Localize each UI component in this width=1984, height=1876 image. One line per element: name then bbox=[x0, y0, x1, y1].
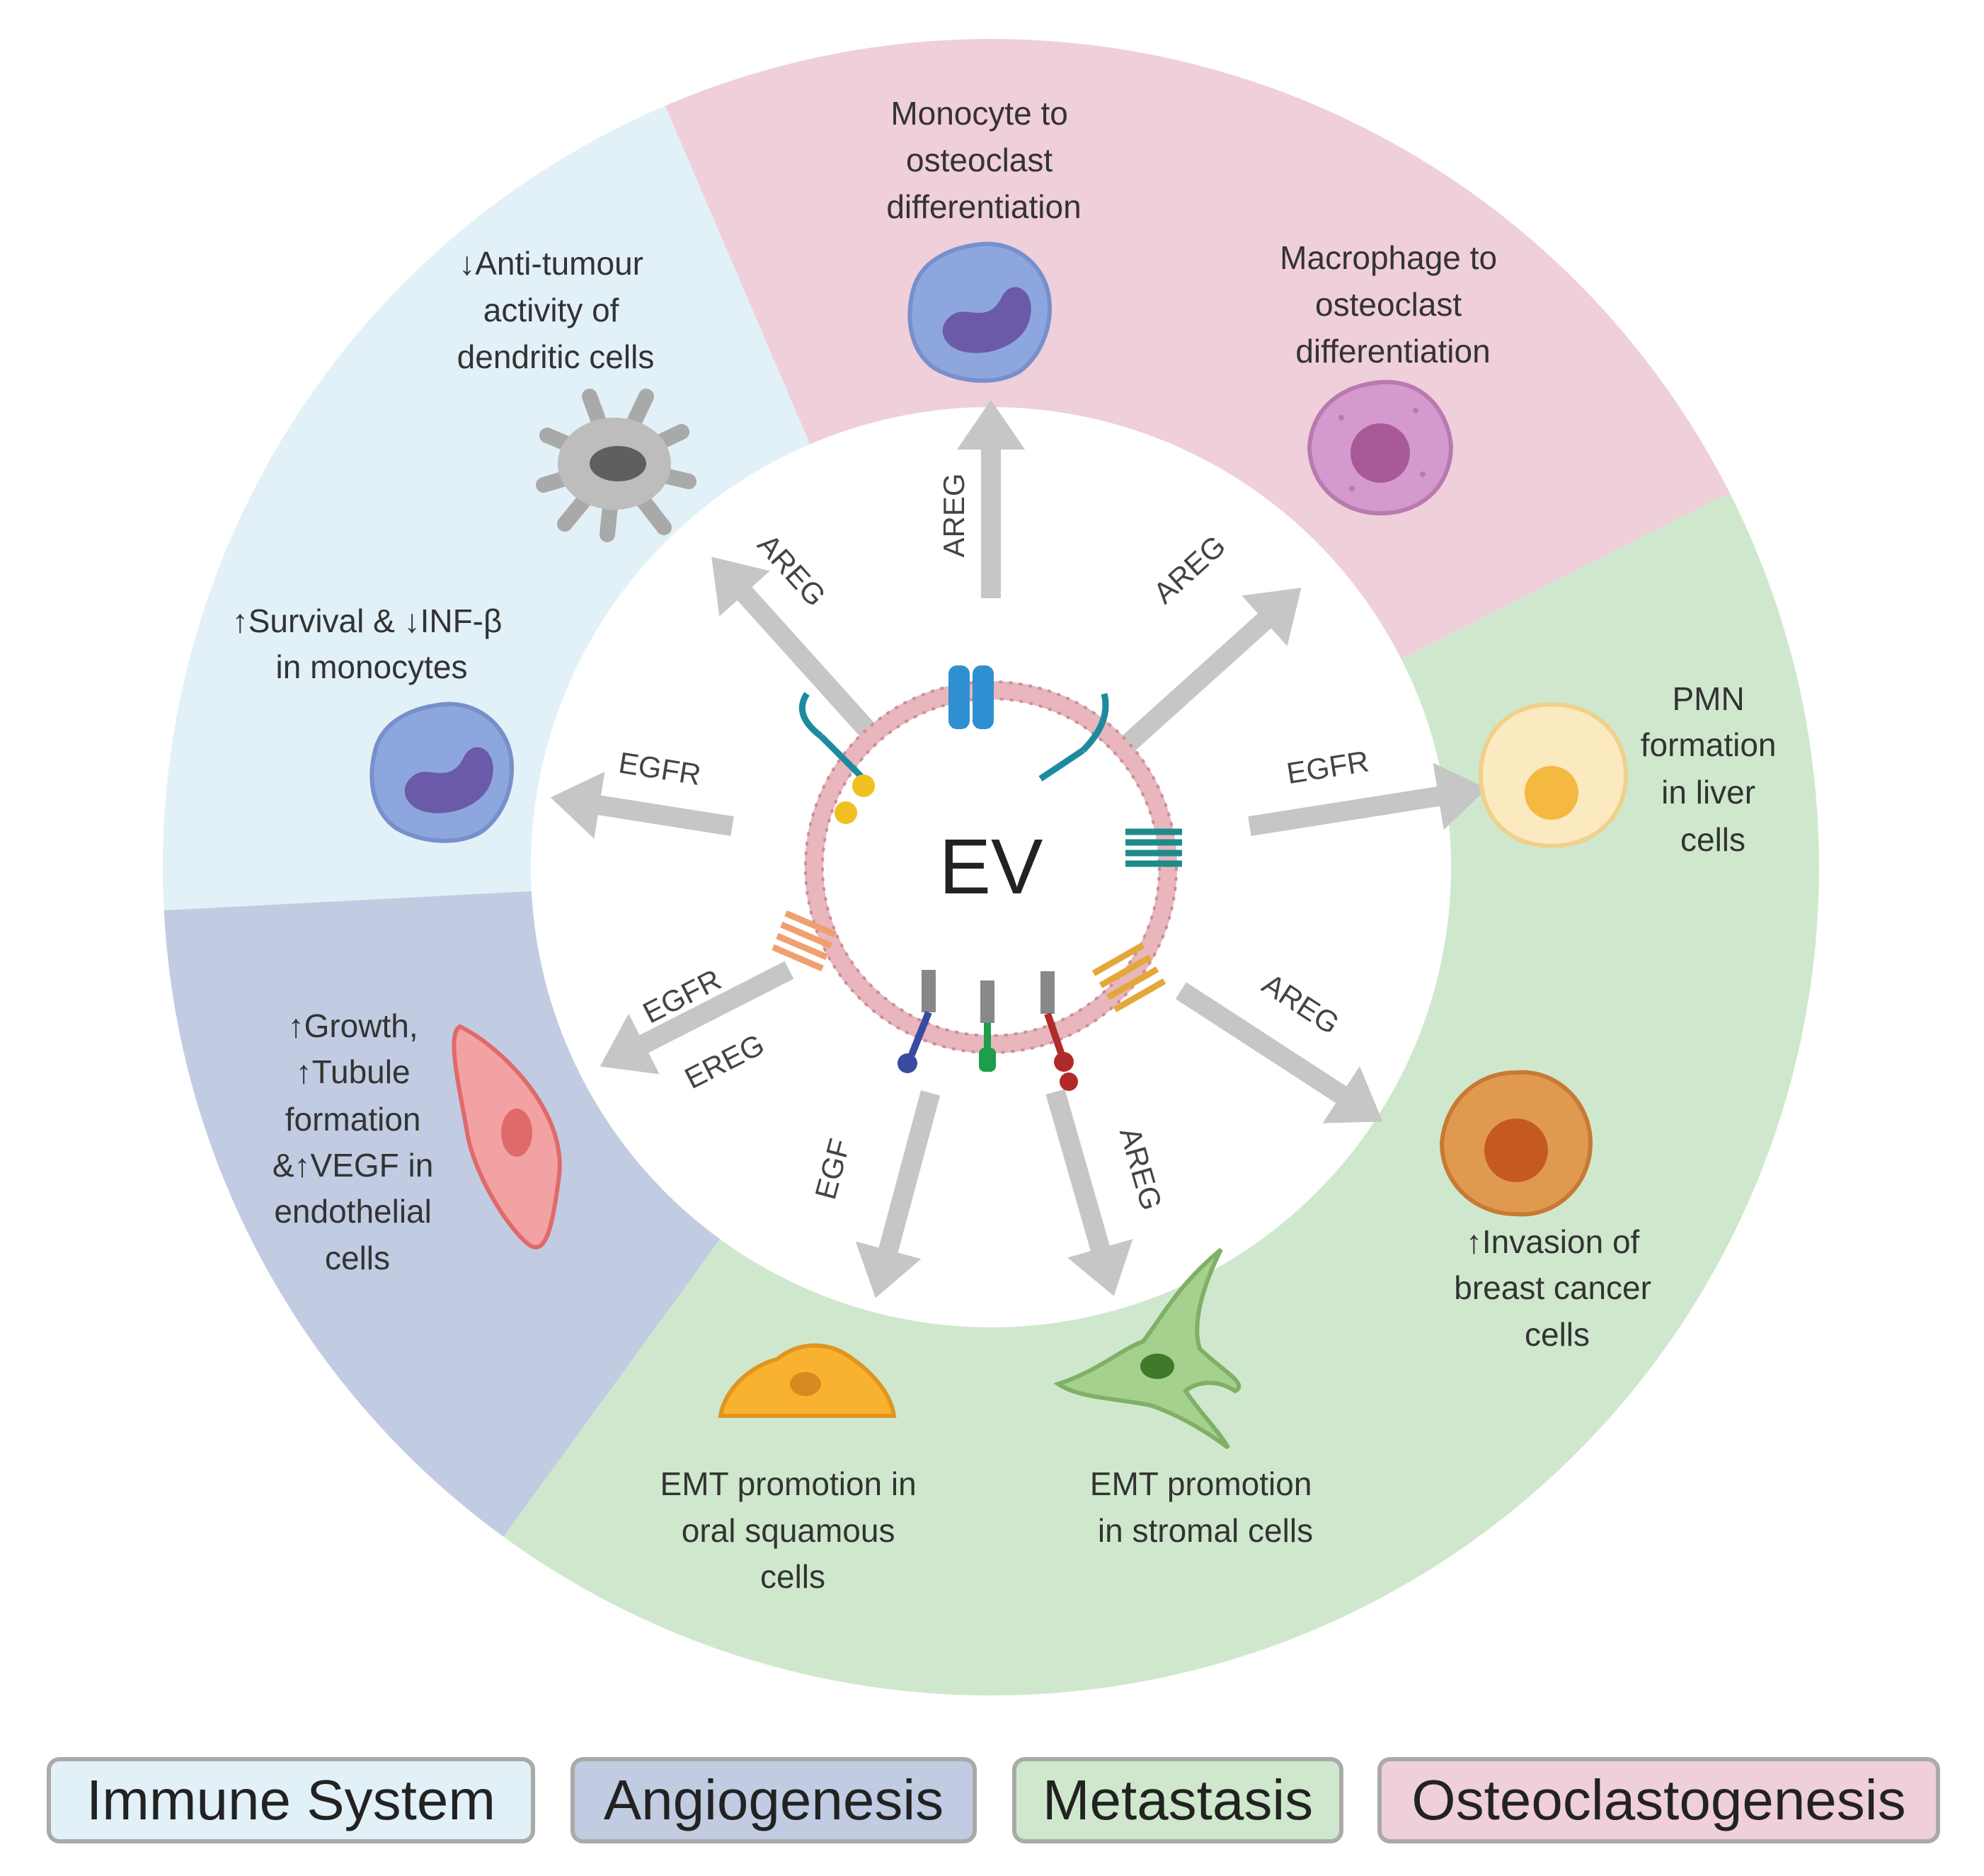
legend-label: Angiogenesis bbox=[603, 1768, 944, 1831]
arrow-right bbox=[1248, 762, 1488, 836]
label-endothelial: ↑Growth, ↑Tubule formation &↑VEGF in end… bbox=[273, 1007, 442, 1276]
arrows bbox=[550, 400, 1488, 1298]
arrow-lower-right bbox=[1175, 982, 1383, 1123]
stromal-cell-icon bbox=[1053, 1247, 1242, 1450]
label-monocyte-survival: ↑Survival & ↓INF-β in monocytes bbox=[232, 602, 512, 685]
label-monocyte-osteoclast: Monocyte to osteoclast differentiation bbox=[886, 95, 1081, 225]
legend-osteoclastogenesis: Osteoclastogenesis bbox=[1377, 1757, 1940, 1843]
label-breast-invasion: ↑Invasion of breast cancer cells bbox=[1454, 1223, 1660, 1353]
legend-metastasis: Metastasis bbox=[1012, 1757, 1343, 1843]
legend-label: Metastasis bbox=[1042, 1768, 1314, 1831]
dendritic-cell-icon bbox=[536, 389, 696, 542]
legend-label: Osteoclastogenesis bbox=[1411, 1768, 1906, 1831]
monocyte-cell-icon bbox=[369, 702, 514, 843]
liver-cell-icon bbox=[1478, 702, 1629, 849]
legend-label: Immune System bbox=[86, 1768, 495, 1831]
inner-disc bbox=[531, 407, 1451, 1327]
vesicle-label: EV bbox=[939, 823, 1043, 910]
arrow-upper-left bbox=[711, 556, 885, 748]
vesicle-icon bbox=[772, 665, 1182, 1091]
label-emt-oral: EMT promotion in oral squamous cells bbox=[660, 1465, 926, 1595]
legend-angiogenesis: Angiogenesis bbox=[570, 1757, 977, 1843]
label-emt-stromal: EMT promotion in stromal cells bbox=[1090, 1465, 1321, 1549]
arrow-up bbox=[957, 400, 1025, 598]
arrow-lower-left bbox=[600, 961, 794, 1075]
endothelial-cell-icon bbox=[452, 1024, 562, 1249]
breast-cancer-cell-icon bbox=[1439, 1070, 1593, 1217]
label-dendritic: ↓Anti-tumour activity of dendritic cells bbox=[457, 245, 655, 375]
label-pmn-liver: PMN formation in liver cells bbox=[1641, 680, 1786, 858]
oral-squamous-cell-icon bbox=[718, 1343, 897, 1418]
legend-immune-system: Immune System bbox=[47, 1757, 535, 1843]
arrow-down-left bbox=[855, 1090, 941, 1298]
monocyte-cell-icon bbox=[907, 241, 1052, 383]
arrow-upper-right bbox=[1110, 588, 1302, 761]
arrow-down-right bbox=[1045, 1089, 1133, 1296]
label-macrophage-osteoclast: Macrophage to osteoclast differentiation bbox=[1280, 239, 1506, 370]
macrophage-cell-icon bbox=[1307, 379, 1454, 516]
arrow-left bbox=[550, 771, 734, 839]
arrow-label-up: AREG bbox=[937, 473, 970, 557]
